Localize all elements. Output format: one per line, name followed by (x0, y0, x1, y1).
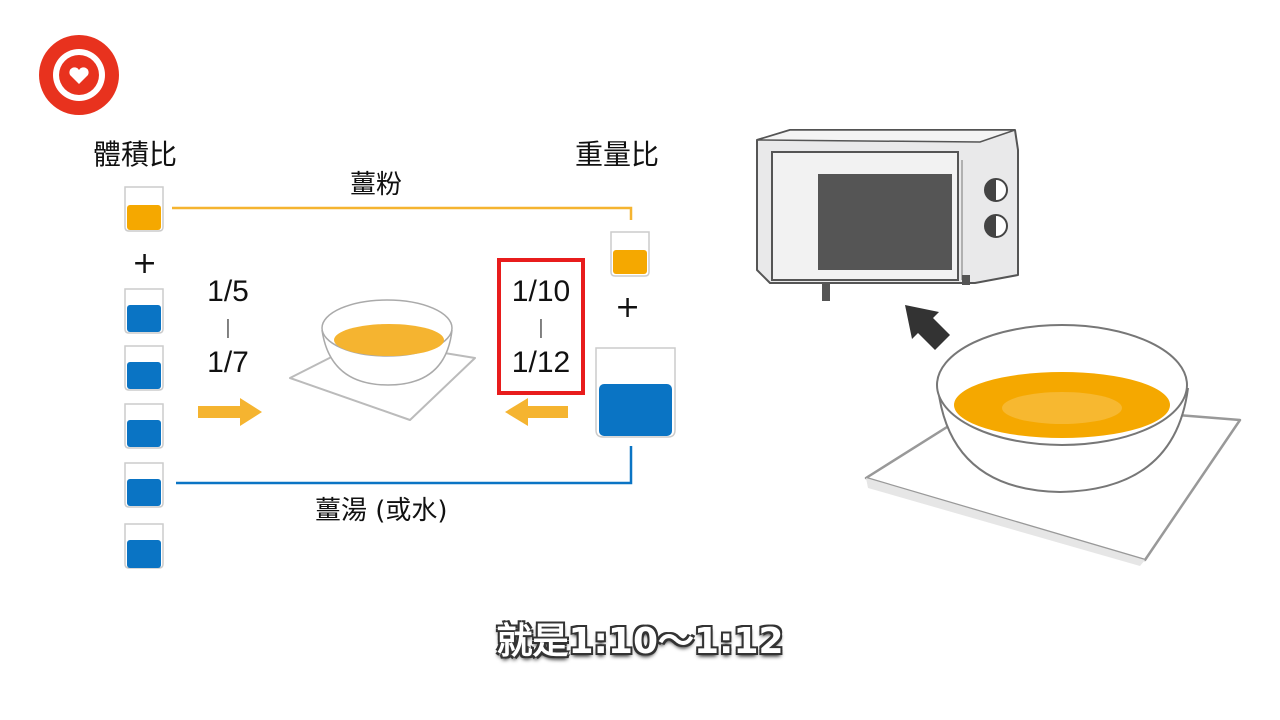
water-beaker-4 (124, 462, 164, 508)
arrow-right-icon (198, 398, 262, 426)
water-beaker-large (595, 347, 676, 438)
volume-ratio-top: 1/5 (207, 275, 249, 308)
weight-ratio-highlight (497, 258, 585, 395)
weight-ratio-bottom: 1/12 (511, 346, 571, 379)
starch-beaker-right (610, 231, 650, 277)
logo (39, 35, 119, 115)
scale-with-bowl (289, 299, 476, 421)
water-beaker-3 (124, 403, 164, 449)
liquid-line (176, 446, 633, 485)
arrow-left-icon (505, 398, 568, 426)
subtitle-caption: 就是1:10～1:12 (496, 621, 784, 662)
weight-ratio-label: 重量比 (575, 138, 660, 171)
volume-ratio-sep: | (225, 317, 231, 339)
starch-beaker-left (124, 186, 164, 232)
water-beaker-2 (124, 345, 164, 391)
water-beaker-5 (124, 523, 164, 569)
water-beaker-1 (124, 288, 164, 334)
arrow-up-left-icon (905, 305, 950, 350)
volume-ratio-label: 體積比 (93, 138, 178, 171)
plus-right: + (615, 290, 641, 325)
weight-ratio-sep: | (538, 317, 544, 339)
microwave-icon (756, 129, 1019, 301)
starch-line (172, 206, 633, 220)
weight-ratio-top: 1/10 (511, 275, 571, 308)
plus-left: + (132, 246, 158, 281)
large-scale-with-bowl (864, 324, 1242, 566)
starch-label: 薑粉 (350, 170, 403, 200)
volume-ratio-bottom: 1/7 (207, 346, 249, 379)
liquid-label: 薑湯 (或水) (315, 496, 448, 526)
